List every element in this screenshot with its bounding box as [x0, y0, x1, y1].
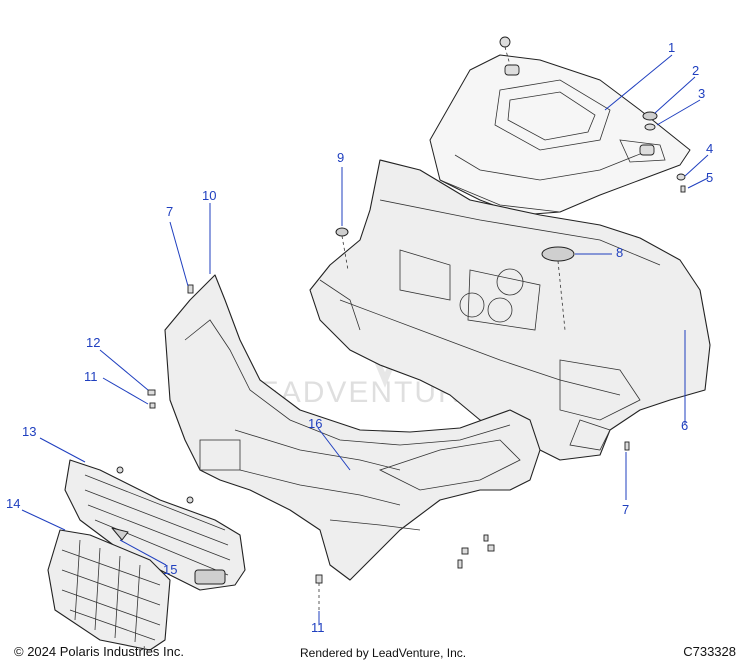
callout-14: 14: [6, 496, 20, 511]
grille-screen-part: [47, 529, 171, 651]
rendered-by-text: Rendered by LeadVenture, Inc.: [300, 646, 467, 660]
callout-6: 6: [681, 418, 688, 433]
body-panel-part: [309, 159, 711, 461]
callout-15: 15: [163, 562, 177, 577]
grille-insert-part: [64, 459, 246, 591]
callout-11-bottom: 11: [311, 620, 325, 635]
callout-9: 9: [337, 150, 344, 165]
callout-11-left: 11: [84, 369, 98, 384]
callout-16: 16: [308, 416, 322, 431]
callout-1: 1: [668, 40, 675, 55]
callout-leaders: [21, 54, 709, 625]
callout-4: 4: [706, 141, 713, 156]
diagram-id: C733328: [683, 644, 736, 659]
callout-12: 12: [86, 335, 100, 350]
callout-labels: 1 2 3 4 5 6 7 7 8 9 10 11 11 12 13 14 15…: [6, 40, 713, 635]
copyright-text: © 2024 Polaris Industries Inc.: [14, 644, 184, 659]
callout-13: 13: [22, 424, 36, 439]
callout-10: 10: [202, 188, 216, 203]
hood-hardware: [642, 111, 686, 193]
callout-7-right: 7: [622, 502, 629, 517]
lower-fasteners: [315, 534, 495, 610]
front-bumper-part: [147, 274, 541, 581]
callout-2: 2: [692, 63, 699, 78]
callout-5: 5: [706, 170, 713, 185]
callout-8: 8: [616, 245, 623, 260]
callout-3: 3: [698, 86, 705, 101]
callout-7-left: 7: [166, 204, 173, 219]
